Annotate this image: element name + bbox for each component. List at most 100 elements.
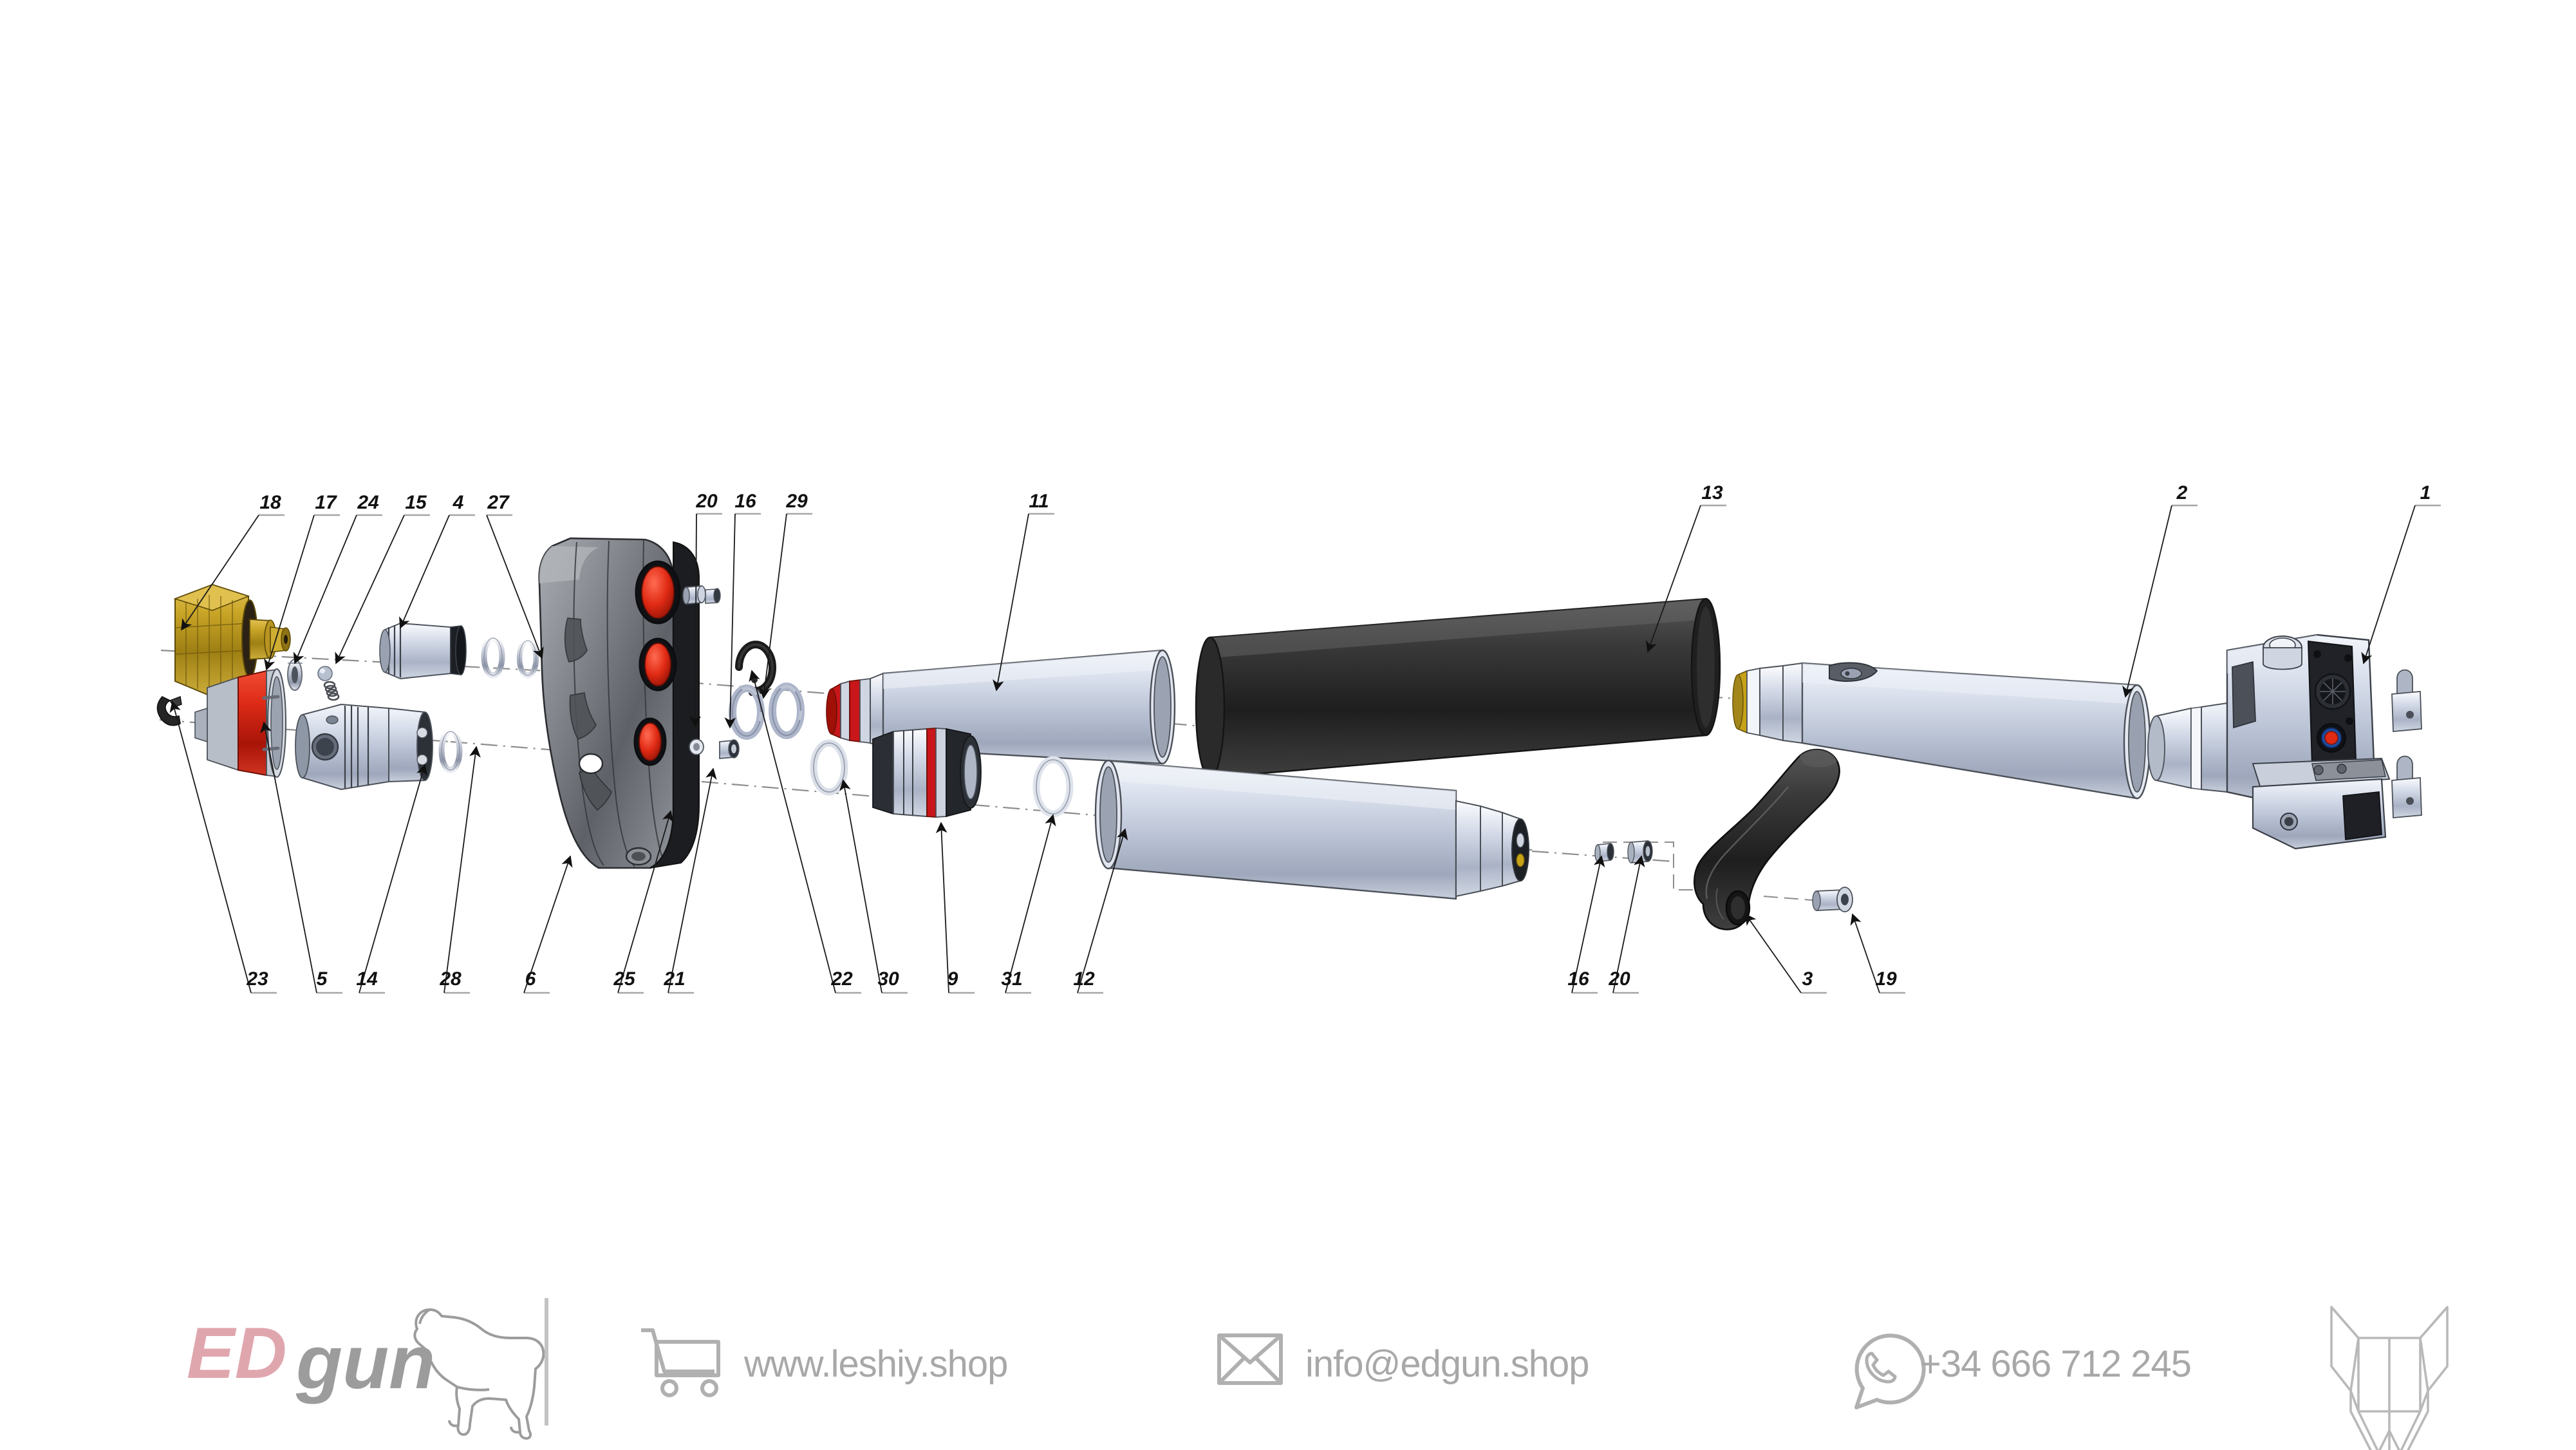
callout-27: 27 (486, 492, 544, 659)
email-text: info@edgun.shop (1305, 1343, 1589, 1385)
callout-1: 1 (2361, 482, 2441, 664)
callout-leader (617, 810, 674, 993)
footer-divider (545, 1298, 548, 1426)
callout-number-23: 23 (246, 968, 268, 990)
callout-number-16: 16 (1567, 968, 1589, 990)
part-5-red-anodized-cup (194, 668, 286, 778)
callout-20: 20 (689, 491, 722, 728)
part-17-small-washer (287, 659, 303, 691)
callout-number-25: 25 (613, 968, 636, 990)
callout-leader (399, 514, 450, 629)
exploded-assembly-drawing: 1817241542720162911132123514286252122309… (156, 482, 2441, 994)
callout-18: 18 (181, 492, 285, 631)
part-2-rear-air-cylinder (1732, 662, 2151, 800)
callout-number-4: 4 (453, 492, 464, 513)
part-3-cocking-lever (1693, 748, 1840, 930)
callout-21: 21 (663, 767, 717, 994)
callout-number-15: 15 (405, 492, 427, 513)
phone-text: +34 666 712 245 (1919, 1343, 2191, 1385)
callout-leader (1745, 913, 1802, 993)
callout-number-29: 29 (785, 491, 808, 512)
callout-number-6: 6 (525, 968, 536, 990)
callout-17: 17 (264, 492, 340, 671)
footer-link-website[interactable]: www.leshiy.shop (641, 1328, 1008, 1397)
callout-leader (523, 855, 573, 993)
callout-16: 16 (1567, 855, 1605, 994)
callout-leader (335, 514, 405, 664)
callout-20: 20 (1608, 855, 1645, 994)
cart-icon (641, 1328, 720, 1397)
part-21-set-screw-b (689, 739, 704, 755)
callout-leader (169, 701, 252, 993)
callout-leader (2361, 505, 2416, 664)
part-18-brass-knurled-cap (173, 583, 291, 698)
callout-28: 28 (439, 746, 481, 994)
callout-24: 24 (293, 492, 382, 664)
callout-number-27: 27 (487, 492, 510, 513)
callout-leader (1850, 913, 1880, 993)
callout-leader (1645, 505, 1701, 653)
callout-number-24: 24 (357, 492, 379, 513)
website-text: www.leshiy.shop (743, 1343, 1007, 1385)
callout-2: 2 (2122, 482, 2198, 698)
callout-leader (993, 513, 1029, 692)
part-25-shoulder-screw (719, 739, 740, 759)
part-20-o-ring-large (729, 684, 765, 740)
whatsapp-icon (1854, 1333, 1926, 1409)
callout-number-12: 12 (1073, 968, 1095, 990)
logo-text-ed: ED (187, 1313, 287, 1393)
callout-number-17: 17 (315, 492, 337, 513)
fill-probe-pins (2391, 669, 2422, 818)
callout-number-22: 22 (830, 968, 853, 990)
callout-number-28: 28 (439, 968, 462, 990)
callout-leader (443, 746, 481, 993)
part-12-lower-air-cylinder (1094, 759, 1529, 900)
callout-9: 9 (935, 822, 975, 994)
part-9-regulator-plug (872, 728, 982, 818)
callout-leader (264, 514, 315, 671)
part-13-black-shroud-tube (1195, 598, 1721, 779)
callout-13: 13 (1645, 482, 1726, 653)
callout-number-16: 16 (734, 491, 756, 512)
callout-16: 16 (724, 491, 761, 729)
callout-number-21: 21 (663, 968, 685, 990)
logo-text-gun: gun (295, 1320, 435, 1405)
callout-leader (1571, 855, 1605, 993)
callout-leader (1612, 855, 1645, 993)
callout-15: 15 (335, 492, 430, 664)
callout-number-13: 13 (1701, 482, 1723, 504)
callout-22: 22 (749, 670, 861, 994)
envelope-icon (1217, 1333, 1283, 1385)
callout-number-2: 2 (2176, 482, 2188, 504)
callout-leader (1077, 828, 1128, 993)
callout-5: 5 (260, 721, 342, 994)
part-4-valve-piston (379, 622, 467, 680)
callout-19: 19 (1850, 913, 1905, 994)
receiver-bores (633, 560, 681, 766)
part-29-o-ring-large-c (810, 739, 848, 796)
part-25-dowel-pin (682, 585, 706, 605)
callout-number-20: 20 (1608, 968, 1630, 990)
part-21-set-screw (705, 588, 721, 604)
callout-leader (2122, 505, 2172, 698)
callout-number-31: 31 (1001, 968, 1022, 990)
part-20-bushing-b (1627, 840, 1653, 863)
callout-leader (260, 721, 317, 993)
callout-23: 23 (169, 701, 277, 994)
footer-link-phone[interactable]: +34 666 712 245 (1854, 1333, 2192, 1409)
edgun-logo: ED gun (187, 1308, 545, 1440)
callout-number-9: 9 (947, 968, 958, 990)
part-31-o-ring-seal-b (1032, 756, 1074, 818)
part-28-o-ring-medium (438, 728, 463, 773)
callout-number-11: 11 (1029, 491, 1049, 512)
footer-link-email[interactable]: info@edgun.shop (1217, 1333, 1590, 1385)
callout-leader (839, 779, 882, 993)
part-19-lever-pivot-screw (1812, 887, 1853, 912)
callout-number-18: 18 (259, 492, 281, 513)
callout-number-20: 20 (695, 491, 718, 512)
part-6-receiver-block (538, 537, 700, 869)
callout-12: 12 (1073, 828, 1128, 994)
callout-leader (749, 670, 836, 993)
